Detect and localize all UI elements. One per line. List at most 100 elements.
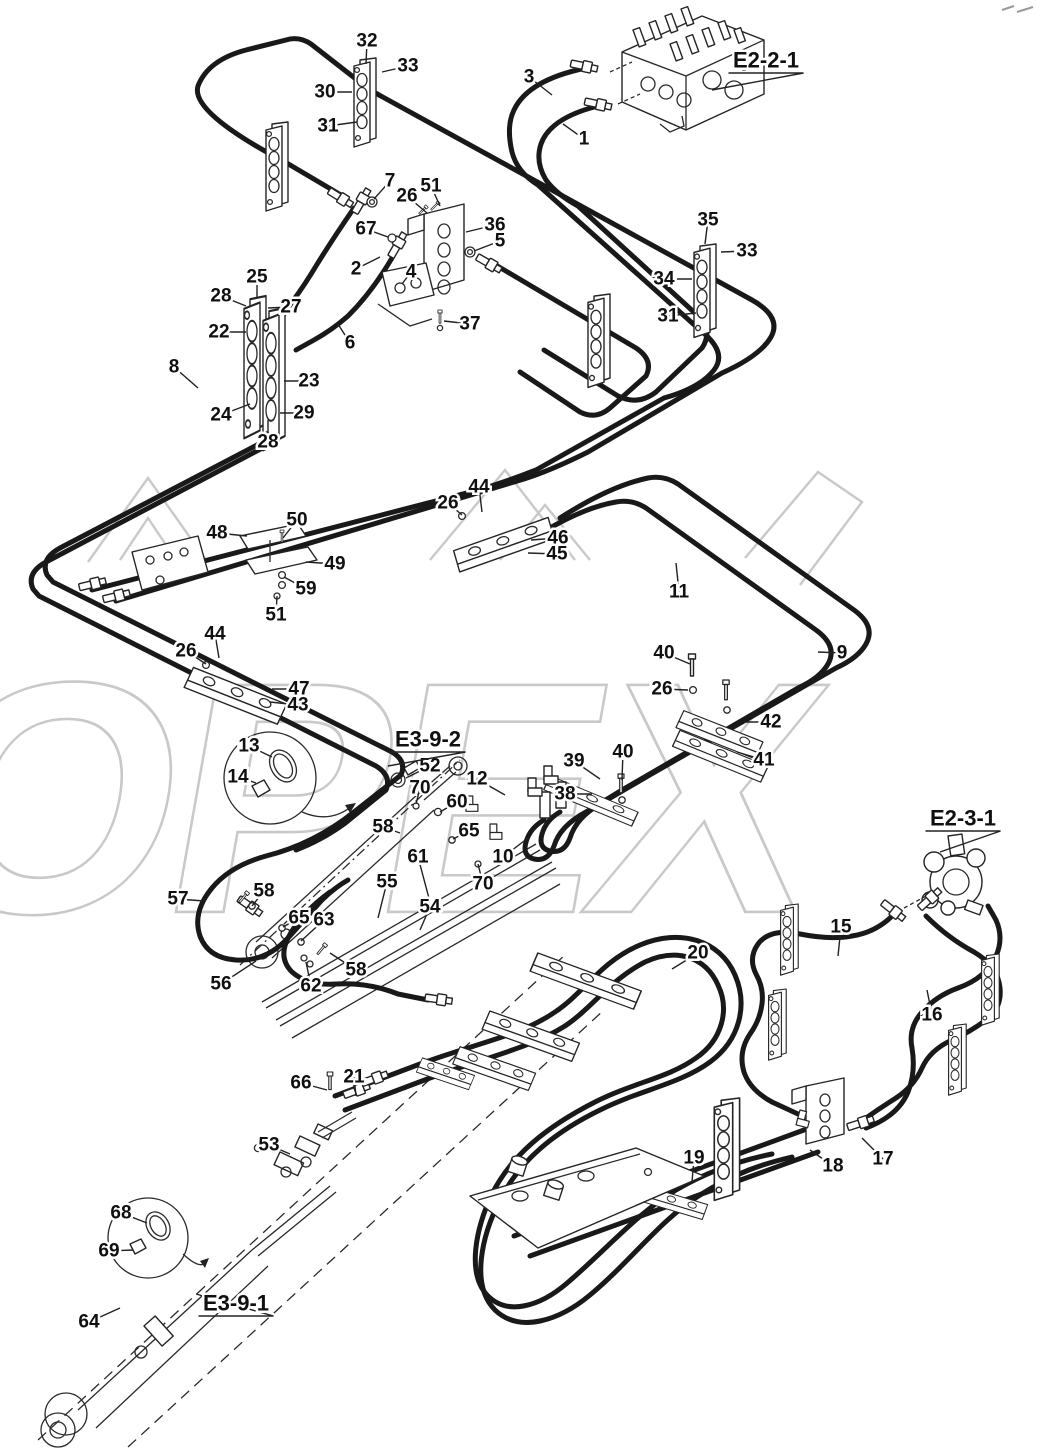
part-callout-15: 15	[830, 917, 852, 938]
callout-leader	[837, 926, 842, 957]
hydraulic-hose	[281, 889, 431, 1003]
part-callout-66: 66	[290, 1073, 311, 1094]
callout-leader	[237, 776, 257, 784]
hydraulic-hose	[28, 441, 391, 853]
hose-fitting	[878, 897, 908, 924]
part-callout-21: 21	[343, 1067, 365, 1088]
part-callout-44: 44	[204, 624, 226, 645]
callout-leader	[465, 224, 496, 233]
part-callout-10: 10	[492, 847, 513, 868]
callout-leader	[861, 1137, 884, 1160]
part-callout-26: 26	[651, 679, 672, 700]
part-callout-44: 44	[468, 477, 490, 498]
callout-leader	[365, 40, 368, 65]
callout-leader	[527, 552, 558, 555]
callout-leader	[282, 519, 298, 539]
part-callout-22: 22	[208, 322, 229, 343]
callout-leader	[327, 121, 358, 127]
callout-leader	[355, 256, 381, 270]
reference-leader	[711, 72, 804, 91]
callout-leader	[269, 701, 299, 706]
callout-leader	[439, 801, 458, 813]
hose-stub	[555, 781, 567, 809]
hydraulic-hose	[281, 205, 357, 317]
callout-leader	[419, 906, 431, 931]
hose-fitting	[101, 586, 132, 606]
reference-leader	[387, 751, 466, 767]
callout-leader	[502, 837, 529, 858]
hydraulic-hose	[89, 65, 722, 593]
part-callout-62: 62	[300, 976, 321, 997]
callout-leader	[220, 403, 251, 416]
part-callout-56: 56	[210, 974, 231, 995]
detail-balloon-68-69	[107, 1197, 209, 1279]
part-callout-57: 57	[167, 889, 188, 910]
part-callout-70: 70	[409, 778, 430, 799]
callout-leader	[415, 787, 421, 805]
part-callout-43: 43	[287, 695, 308, 716]
clamp-column	[265, 121, 289, 212]
part-callout-40: 40	[612, 742, 633, 763]
part-callout-42: 42	[760, 712, 781, 733]
callout-leader	[691, 1157, 695, 1183]
hose-stub	[539, 791, 551, 819]
part-callout-29: 29	[293, 403, 314, 424]
callout-leader	[473, 240, 501, 252]
callout-leader	[305, 561, 336, 565]
callout-leader	[329, 952, 357, 971]
part-callout-28: 28	[257, 432, 278, 453]
hydraulic-hose	[538, 474, 872, 854]
callout-leader	[177, 898, 205, 902]
part-callout-36: 36	[484, 215, 505, 236]
part-callout-58: 58	[372, 817, 393, 838]
part-callout-55: 55	[376, 872, 398, 893]
clamp-column	[948, 1023, 967, 1096]
hydraulic-hose	[293, 255, 395, 353]
part-callout-31: 31	[317, 116, 339, 137]
callout-leader	[671, 952, 699, 970]
bolt	[326, 1071, 334, 1091]
part-callout-14: 14	[227, 767, 249, 788]
part-callout-19: 19	[683, 1148, 704, 1169]
part-callout-9: 9	[837, 643, 848, 664]
callout-leader	[476, 778, 506, 796]
callout-leader	[667, 312, 697, 317]
tube-assembly-53	[273, 1111, 357, 1178]
part-callout-60: 60	[446, 792, 467, 813]
hydraulic-hose	[113, 36, 777, 604]
part-callout-48: 48	[206, 523, 227, 544]
reference-label-E2-3-1: E2-3-1	[930, 806, 996, 831]
mounting-bracket-36	[377, 203, 465, 327]
part-callout-3: 3	[524, 67, 535, 88]
page-corner-mark	[1001, 5, 1034, 13]
clamp-column	[768, 988, 787, 1061]
valve-spool-caps	[632, 5, 747, 62]
callout-leader	[108, 1249, 134, 1252]
part-callout-47: 47	[288, 679, 309, 700]
callout-leader	[305, 961, 312, 987]
clamp-column	[353, 57, 377, 148]
part-callout-20: 20	[687, 943, 708, 964]
callout-leader	[337, 323, 351, 344]
reference-label-E2-2-1: E2-2-1	[733, 48, 799, 73]
part-callout-30: 30	[314, 82, 335, 103]
hydraulic-hose	[536, 103, 710, 403]
reference-leader	[195, 1293, 274, 1317]
arm-cylinder-e3-9-1	[37, 953, 605, 1448]
part-callout-18: 18	[822, 1156, 843, 1177]
callout-leader	[530, 537, 559, 541]
hose-fitting	[77, 574, 108, 594]
callout-leader	[268, 1144, 291, 1155]
part-callout-64: 64	[78, 1312, 100, 1333]
callout-leader	[663, 652, 691, 665]
clamp-column	[981, 953, 1000, 1026]
callout-leader	[528, 76, 553, 96]
part-callout-37: 37	[459, 314, 480, 335]
part-callout-34: 34	[653, 269, 675, 290]
callout-leader	[220, 960, 257, 985]
callout-leader	[562, 123, 585, 140]
part-callout-24: 24	[210, 405, 232, 426]
callout-leader	[926, 989, 933, 1016]
